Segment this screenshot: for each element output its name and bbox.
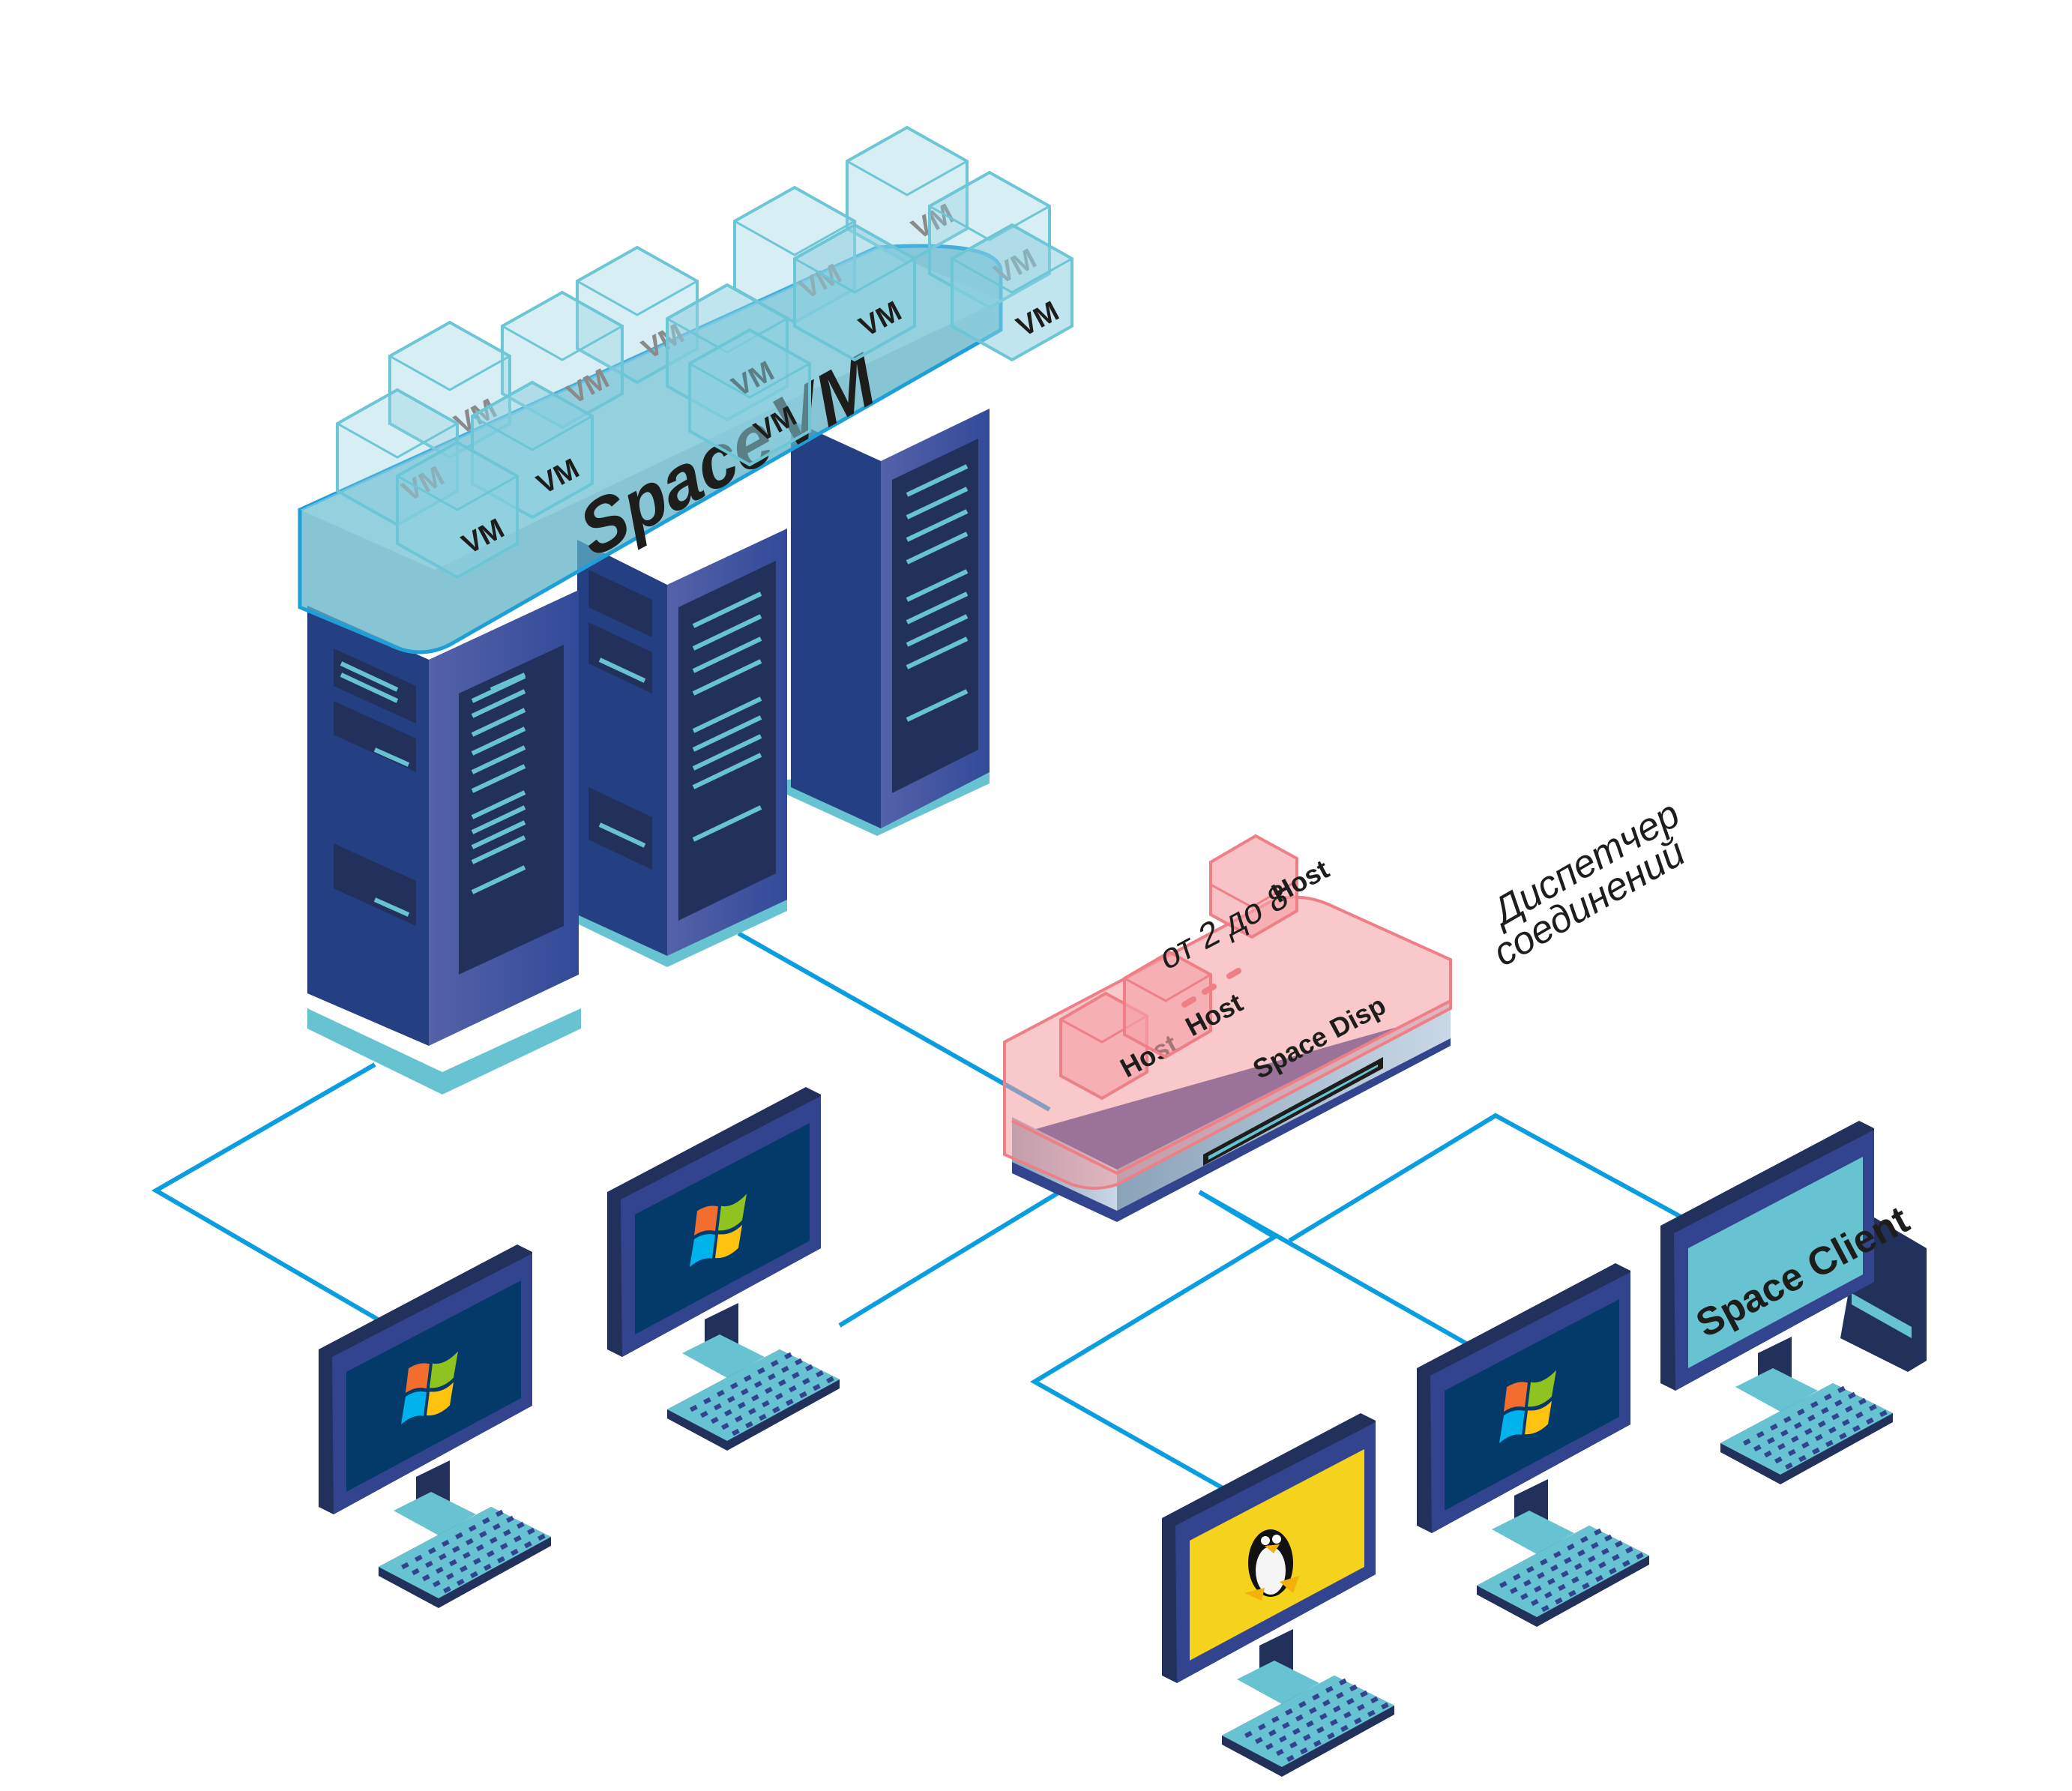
- server-1-leds: [340, 661, 526, 917]
- space-dispatcher[interactable]: Space Disp Host Host Host от 2 до 8: [1003, 834, 1452, 1222]
- windows-logo-icon: [690, 1194, 747, 1268]
- host-cube-3[interactable]: Host: [1209, 834, 1334, 939]
- server-rack: [307, 409, 990, 1095]
- network-links: [151, 931, 1692, 1494]
- vm-cube[interactable]: VM: [688, 328, 811, 467]
- dispatcher-caption: Диспетчер соединений: [1483, 792, 1693, 975]
- link-dispatcher-client3: [1198, 1190, 1478, 1352]
- link-server2-dispatcher: [737, 931, 1051, 1112]
- windows-logo-icon: [1499, 1370, 1556, 1444]
- client-linux[interactable]: [1162, 1413, 1394, 1777]
- client-windows-2[interactable]: [607, 1087, 840, 1451]
- vm-cubes: VMVMVMVMVMVMVMVMVMVMVMVMVM: [336, 125, 1073, 580]
- vm-cube[interactable]: VM: [951, 223, 1073, 362]
- windows-logo-icon: [401, 1351, 458, 1425]
- keyboard[interactable]: [1222, 1676, 1394, 1777]
- vm-cube[interactable]: VM: [846, 125, 969, 265]
- keyboard[interactable]: [379, 1507, 551, 1608]
- link-server1-client1: [151, 1062, 399, 1333]
- keyboard[interactable]: [1720, 1383, 1893, 1484]
- server-2[interactable]: [577, 529, 787, 967]
- link-dispatcher-client2: [838, 1182, 1073, 1328]
- vm-cube[interactable]: VM: [396, 440, 519, 580]
- client-space[interactable]: Space Client: [1660, 1121, 1927, 1484]
- link-dispatcher-space-client: [1288, 1113, 1692, 1243]
- server-2-leds: [598, 592, 762, 848]
- client-windows-3[interactable]: [1417, 1263, 1649, 1627]
- keyboard[interactable]: [667, 1349, 840, 1451]
- server-3-leds: [906, 464, 969, 722]
- client-workstations: Space Client: [319, 1087, 1927, 1777]
- client-windows-1[interactable]: [319, 1244, 551, 1608]
- monitor-screen: [1688, 1157, 1863, 1368]
- linux-tux-icon: [1244, 1529, 1299, 1601]
- server-3[interactable]: [787, 409, 990, 836]
- host-ellipsis: [1181, 968, 1241, 1008]
- vm-cube[interactable]: VM: [793, 223, 916, 362]
- link-dispatcher-client-linux: [1030, 1190, 1279, 1494]
- keyboard[interactable]: [1477, 1526, 1649, 1627]
- server-1[interactable]: [307, 590, 581, 1095]
